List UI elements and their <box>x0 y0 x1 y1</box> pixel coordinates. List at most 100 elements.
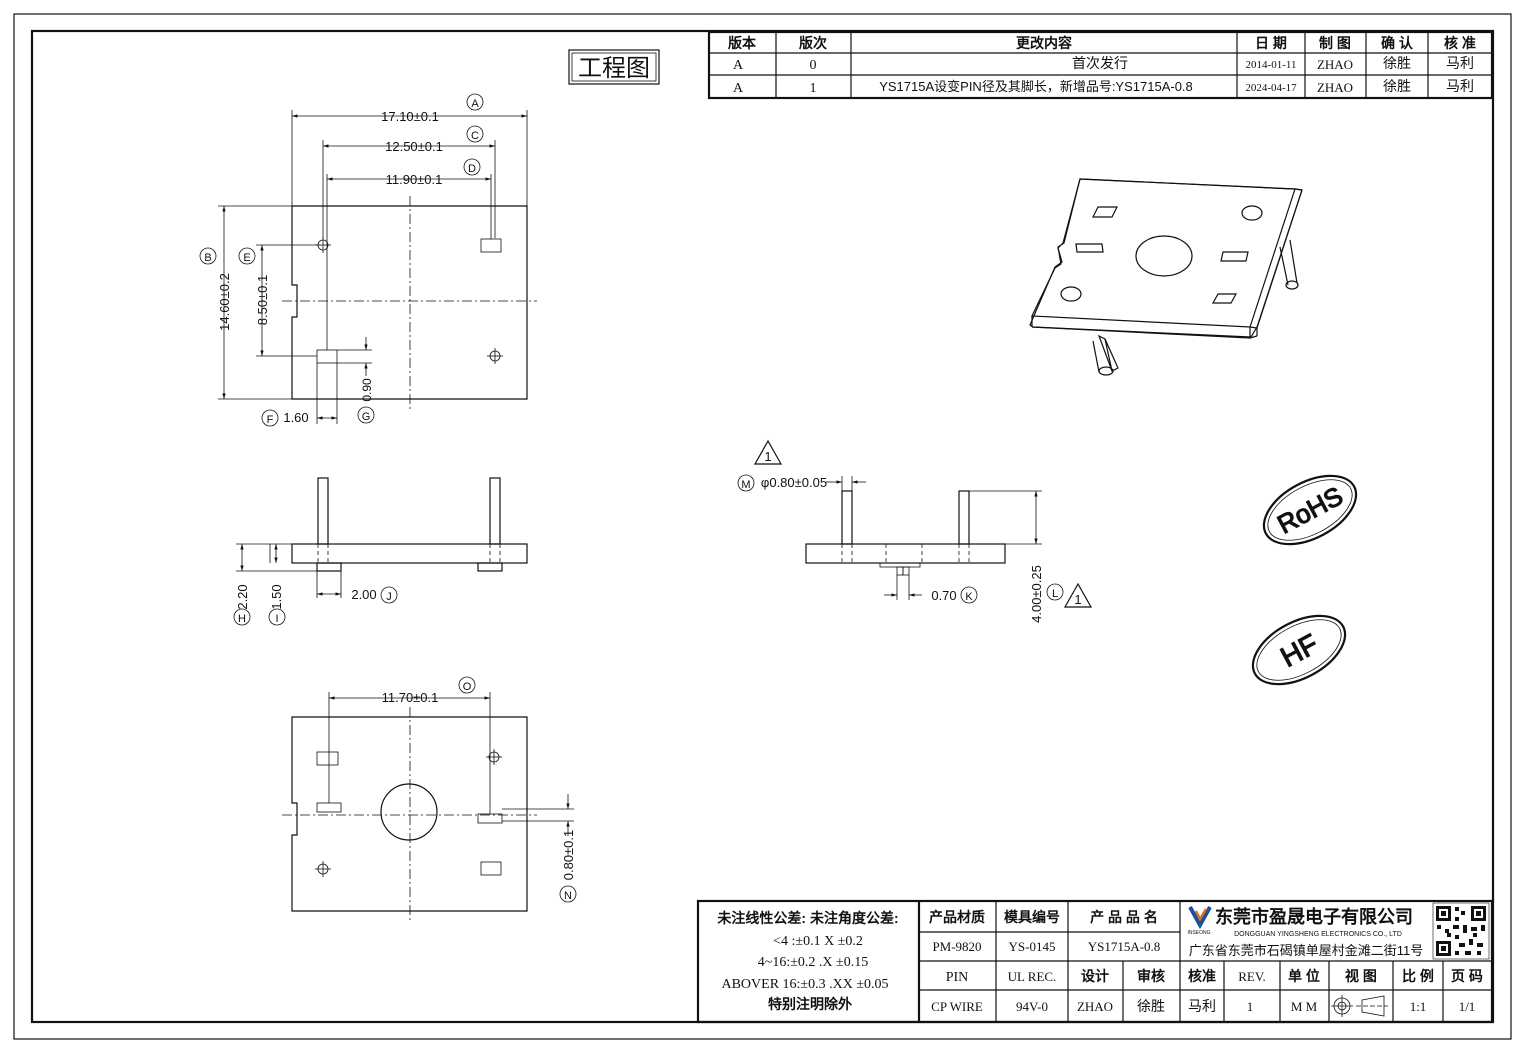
svg-text:1: 1 <box>764 449 771 464</box>
rev-cell: A <box>733 81 744 96</box>
drawing-title-box: 工程图 <box>568 49 660 85</box>
rev-header-date: 日 期 <box>1255 35 1287 51</box>
company-logo-text: INSEONG <box>1187 930 1210 936</box>
value-ul-rec: 94V-0 <box>1016 999 1048 1014</box>
top-view: 17.10±0.1 12.50±0.1 11.90±0.1 14.60±0.2 … <box>217 109 537 425</box>
svg-text:E: E <box>243 252 250 264</box>
svg-text:G: G <box>362 411 371 423</box>
dim-label: 0.70 <box>931 588 956 603</box>
svg-text:I: I <box>275 613 278 625</box>
label-design: 设计 <box>1081 968 1109 984</box>
revision-table: 版本 版次 更改内容 日 期 制 图 确 认 核 准 A 0 首次发行 2014… <box>707 30 1494 100</box>
rev-header-confirm: 确 认 <box>1381 35 1414 51</box>
rev-header-version: 版本 <box>728 35 757 51</box>
company-name-cn: 东莞市盈晟电子有限公司 <box>1215 906 1413 927</box>
value-mold-no: YS-0145 <box>1009 939 1056 954</box>
label-scale: 比 例 <box>1402 968 1434 984</box>
dim-label: 2.20 <box>235 584 250 609</box>
qr-code-icon <box>1432 902 1490 960</box>
label-view: 视 图 <box>1345 968 1377 984</box>
value-design: ZHAO <box>1077 999 1113 1014</box>
hf-stamp: HF <box>1251 614 1347 686</box>
tolerance-line: ABOVER 16:±0.3 .XX ±0.05 <box>721 977 888 992</box>
rev-cell: 徐胜 <box>1383 55 1411 71</box>
tolerance-line: 4~16:±0.2 .X ±0.15 <box>758 955 868 970</box>
rev-cell: 2014-01-11 <box>1246 59 1297 71</box>
first-angle-projection-icon <box>1331 995 1388 1017</box>
value-rev: 1 <box>1247 999 1254 1014</box>
label-unit: 单 位 <box>1288 968 1320 984</box>
value-scale: 1:1 <box>1410 999 1427 1014</box>
svg-text:H: H <box>238 613 246 625</box>
value-page: 1/1 <box>1459 999 1476 1014</box>
isometric-view <box>1029 178 1303 376</box>
revision-triangle-2: 1 <box>1063 582 1093 608</box>
svg-text:J: J <box>386 591 392 603</box>
rohs-stamp: RoHS <box>1262 474 1358 546</box>
svg-text:D: D <box>468 163 476 175</box>
svg-text:O: O <box>463 681 472 693</box>
dim-label: 11.90±0.1 <box>386 172 443 187</box>
svg-text:K: K <box>965 591 973 603</box>
label-rev: REV. <box>1238 969 1266 984</box>
value-review: 徐胜 <box>1137 998 1165 1014</box>
dim-label: 1.50 <box>269 584 284 609</box>
rev-cell: 0 <box>810 58 817 73</box>
balloon-callouts: A B C D E F G H I J K L M N O <box>199 93 1064 903</box>
dim-label: 1.60 <box>283 410 308 425</box>
rev-cell: 2024-04-17 <box>1245 82 1297 94</box>
outer-border <box>13 13 1512 1040</box>
svg-text:F: F <box>267 414 274 426</box>
rev-cell: 马利 <box>1446 55 1474 71</box>
slot-top-right <box>480 238 502 253</box>
drawing-title: 工程图 <box>578 55 650 82</box>
tolerance-line: 特别注明除外 <box>768 996 852 1012</box>
dim-label: 0.90 <box>360 378 374 402</box>
tolerance-line: <4 :±0.1 X ±0.2 <box>773 934 863 949</box>
label-page: 页 码 <box>1451 968 1483 984</box>
rev-cell: YS1715A设变PIN径及其脚长，新增品号:YS1715A-0.8 <box>879 79 1193 94</box>
dim-label: 2.00 <box>351 587 376 602</box>
rev-cell: A <box>733 58 744 73</box>
rev-header-change: 更改内容 <box>1016 35 1072 51</box>
svg-text:A: A <box>471 98 479 110</box>
dim-label: 12.50±0.1 <box>385 139 443 154</box>
svg-text:1: 1 <box>1074 592 1081 607</box>
svg-text:B: B <box>204 252 211 264</box>
rev-cell: 1 <box>810 81 817 96</box>
dim-label: 14.60±0.2 <box>217 273 232 331</box>
title-block: 未注线性公差: 未注角度公差: <4 :±0.1 X ±0.2 4~16:±0.… <box>696 899 1494 1024</box>
rev-cell: ZHAO <box>1317 57 1353 72</box>
svg-text:L: L <box>1052 588 1058 600</box>
rev-cell: 首次发行 <box>1072 55 1128 71</box>
iso-center-hole <box>1135 235 1193 277</box>
company-name-en: DONGGUAN YINGSHENG ELECTRONICS CO., LTD <box>1234 931 1402 938</box>
label-product-name: 产 品 品 名 <box>1090 909 1158 925</box>
rev-cell: 徐胜 <box>1383 78 1411 94</box>
label-pin: PIN <box>946 970 969 985</box>
label-ul-rec: UL REC. <box>1008 969 1057 984</box>
dim-label: 4.00±0.25 <box>1029 565 1044 623</box>
center-hole <box>380 783 438 841</box>
label-approve: 核准 <box>1188 968 1216 984</box>
dim-label: 8.50±0.1 <box>255 275 270 326</box>
rev-header-approve: 核 准 <box>1444 35 1476 51</box>
dim-label: φ0.80±0.05 <box>761 475 827 490</box>
front-view: 2.20 1.50 2.00 <box>235 477 528 610</box>
tolerance-title: 未注线性公差: 未注角度公差: <box>717 910 898 926</box>
svg-text:M: M <box>741 479 750 491</box>
dim-label: 17.10±0.1 <box>381 109 439 124</box>
company-logo-icon: INSEONG <box>1187 906 1212 936</box>
slot-bottom-left <box>316 349 338 364</box>
revision-triangle-1: 1 <box>753 439 783 465</box>
rev-cell: ZHAO <box>1317 80 1353 95</box>
value-approve: 马利 <box>1188 998 1216 1014</box>
value-product-name: YS1715A-0.8 <box>1088 939 1161 954</box>
side-view: φ0.80±0.05 0.70 4.00±0.25 1 1 <box>753 439 1093 623</box>
inner-border <box>30 29 1495 1024</box>
dim-label: 0.80±0.1 <box>561 830 576 881</box>
svg-text:N: N <box>564 890 572 902</box>
pin-hole-bottom-right <box>487 348 503 364</box>
value-material: PM-9820 <box>932 939 981 954</box>
company-address: 广东省东莞市石碣镇单屋村金滩二街11号 <box>1189 943 1424 958</box>
